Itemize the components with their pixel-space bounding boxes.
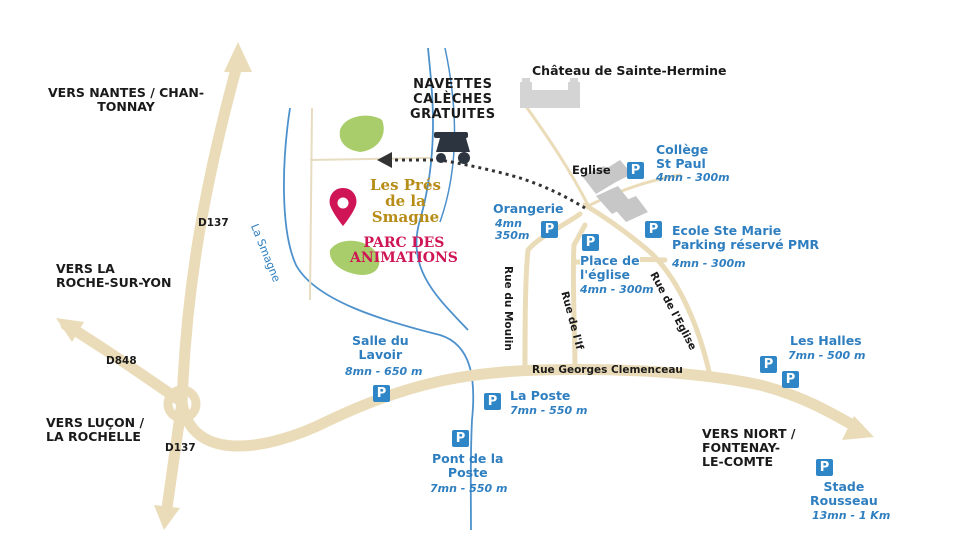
river-branch [415, 47, 469, 331]
road-church-north [523, 103, 590, 207]
chateau-building [520, 78, 580, 108]
direction-roche: VERS LA ROCHE-SUR-YON [56, 261, 172, 290]
shuttle-route [388, 158, 586, 210]
green-area-bottom [329, 240, 380, 275]
church-buildings [582, 160, 648, 222]
parking-stade-name: Stade Rousseau [810, 479, 878, 508]
parking-pont-time: 7mn - 550 m [430, 482, 508, 495]
parking-icon-stade: P [816, 459, 833, 476]
arrow-west [56, 318, 84, 342]
parking-icon-halles-1: P [760, 356, 777, 373]
parking-orangerie-name: Orangerie [493, 201, 564, 216]
shuttle-label: NAVETTES CALÈCHES GRATUITES [410, 77, 496, 122]
road-label-d848: D848 [106, 355, 137, 367]
parking-pont-name: Pont de la Poste [432, 451, 504, 480]
parking-icon-place: P [582, 234, 599, 251]
parking-college-name: Collège St Paul [656, 142, 709, 171]
parking-orangerie-time: 4mn 350m [495, 217, 530, 243]
parking-icon-halles-2: P [782, 371, 799, 388]
arrow-north [224, 42, 252, 72]
venue-name: Les Prés de la Smagne [370, 176, 441, 226]
parking-icon-ecole: P [645, 221, 662, 238]
parking-place-name: Place de l'église [580, 253, 640, 282]
parking-place-time: 4mn - 300m [580, 283, 654, 297]
parking-icon-lavoir: P [373, 385, 390, 402]
direction-nantes: VERS NANTES / CHAN- TONNAY [48, 85, 205, 114]
parking-icon-college: P [627, 162, 644, 179]
direction-niort: VERS NIORT / FONTENAY- LE-COMTE [702, 426, 796, 469]
parking-halles-time: 7mn - 500 m [788, 349, 866, 362]
parking-halles-name: Les Halles [790, 333, 862, 348]
road-label-d137-north: D137 [198, 217, 229, 229]
parking-poste-time: 7mn - 550 m [510, 404, 588, 417]
venue-park: Parc des Animations [350, 235, 458, 266]
direction-lucon: VERS LUÇON / LA ROCHELLE [46, 415, 145, 444]
parking-icon-pont: P [452, 430, 469, 447]
carriage-icon [434, 132, 470, 164]
parking-icon-orangerie: P [541, 221, 558, 238]
shuttle-arrowhead [377, 152, 392, 168]
river-branch-2 [439, 47, 456, 223]
location-pin-icon [329, 188, 357, 226]
road-eglise [582, 202, 713, 379]
parking-icon-poste: P [484, 393, 501, 410]
arrow-east [842, 416, 874, 440]
roundabout [163, 385, 201, 423]
river-smagne [283, 107, 475, 531]
road-church-east [588, 173, 682, 207]
street-clemenceau: Rue Georges Clemenceau [532, 364, 683, 376]
parking-poste-name: La Poste [510, 388, 571, 403]
parking-lavoir-name: Salle du Lavoir [352, 333, 409, 362]
parking-ecole-name: Ecole Ste Marie Parking réservé PMR [672, 223, 820, 252]
parking-college-time: 4mn - 300m [656, 171, 730, 184]
arrow-south [154, 505, 180, 530]
road-label-d137-south: D137 [165, 442, 196, 454]
chateau-label: Château de Sainte-Hermine [532, 63, 727, 78]
parking-ecole-time: 4mn - 300m [672, 257, 746, 270]
park-boundary [309, 107, 431, 301]
parking-stade-time: 13mn - 1 Km [812, 509, 891, 522]
road-if [570, 222, 588, 375]
street-moulin: Rue du Moulin [502, 266, 514, 351]
road-d137-north [176, 56, 244, 408]
eglise-label: Eglise [572, 163, 611, 177]
road-moulin [522, 211, 583, 375]
green-area-top [339, 115, 384, 152]
parking-lavoir-time: 8mn - 650 m [345, 365, 423, 378]
